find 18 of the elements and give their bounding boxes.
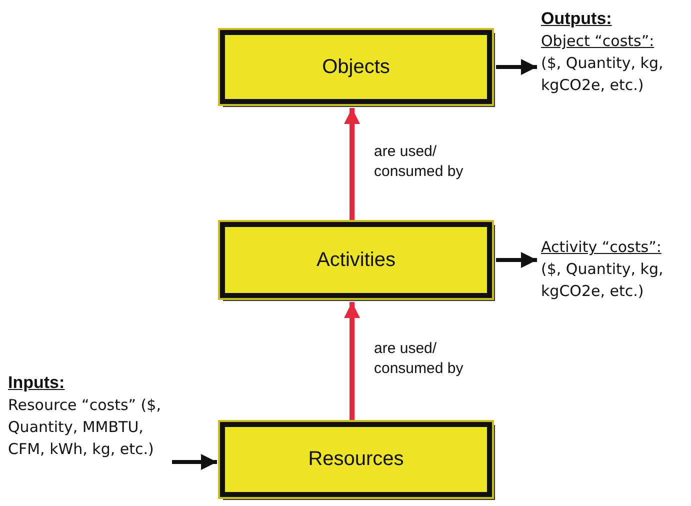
heading-text: Object “costs”: <box>541 31 656 52</box>
arrow <box>496 59 537 75</box>
process-box <box>220 422 492 497</box>
body-text: ($, Quantity, kg, kgCO2e, etc.) <box>541 53 664 96</box>
arrow <box>344 302 360 420</box>
process-box <box>220 30 492 104</box>
body-text: Resource “costs” ($, Quantity, MMBTU, CFM, kWh, kg, etc.) <box>8 395 162 460</box>
body-text: ($, Quantity, kg, kgCO2e, etc.) <box>541 259 664 302</box>
arrow <box>344 108 360 220</box>
arrow <box>496 252 537 268</box>
box-label: Activities <box>316 248 396 272</box>
arrow <box>172 454 217 470</box>
heading-text: Inputs: <box>8 372 66 394</box>
box-label: Resources <box>308 448 404 471</box>
heading-text: Outputs: <box>541 8 613 30</box>
process-box <box>220 222 492 298</box>
box-label: Objects <box>322 56 390 78</box>
heading-text: Activity “costs”: <box>541 237 662 258</box>
